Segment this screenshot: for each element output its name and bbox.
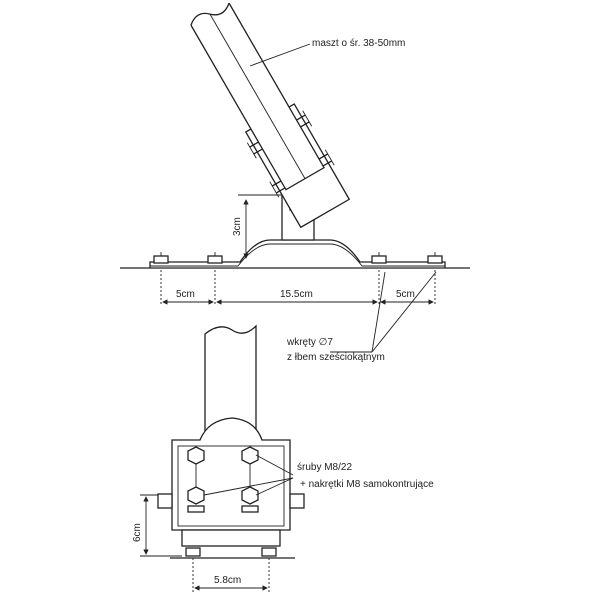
bolts-label: śruby M8/22: [297, 462, 352, 473]
base-screws: [153, 252, 443, 264]
bolts-callout: śruby M8/22 + nakrętki M8 samokontrujące: [203, 454, 434, 496]
side-view: maszt o śr. 38-50mm 3cm 5cm 15.5cm 5cm w…: [120, 2, 470, 363]
dim-5cm-left: 5cm: [176, 289, 195, 300]
dim-5cm-right: 5cm: [396, 289, 415, 300]
mast-label: maszt o śr. 38-50mm: [312, 38, 405, 49]
front-view: śruby M8/22 + nakrętki M8 samokontrujące…: [132, 324, 434, 592]
mast-tube: [190, 2, 325, 191]
side-screw-right: [289, 493, 305, 509]
dim-3cm: 3cm: [232, 194, 282, 259]
base-dimensions: 5cm 15.5cm 5cm: [160, 270, 436, 305]
bolt-group: [187, 446, 259, 513]
screws-label-line2: z łbem sześciokątnym: [287, 352, 385, 363]
dim-5-8cm: 5.8cm: [192, 558, 270, 592]
dim-6cm: 6cm: [132, 494, 182, 557]
mast-front: [204, 324, 257, 441]
height-3cm-label: 3cm: [232, 217, 243, 236]
screws-callout: wkręty ∅7 z łbem sześciokątnym: [286, 271, 437, 363]
side-screw-left: [157, 493, 173, 509]
width-5-8cm-label: 5.8cm: [214, 575, 241, 586]
nuts-label: + nakrętki M8 samokontrujące: [300, 479, 434, 490]
dim-15-5cm: 15.5cm: [280, 289, 313, 300]
height-6cm-label: 6cm: [132, 523, 143, 542]
clamp-body: [171, 417, 291, 531]
mast-leader: [249, 43, 311, 67]
front-foot: [181, 529, 281, 547]
screws-label-line1: wkręty ∅7: [286, 337, 333, 348]
